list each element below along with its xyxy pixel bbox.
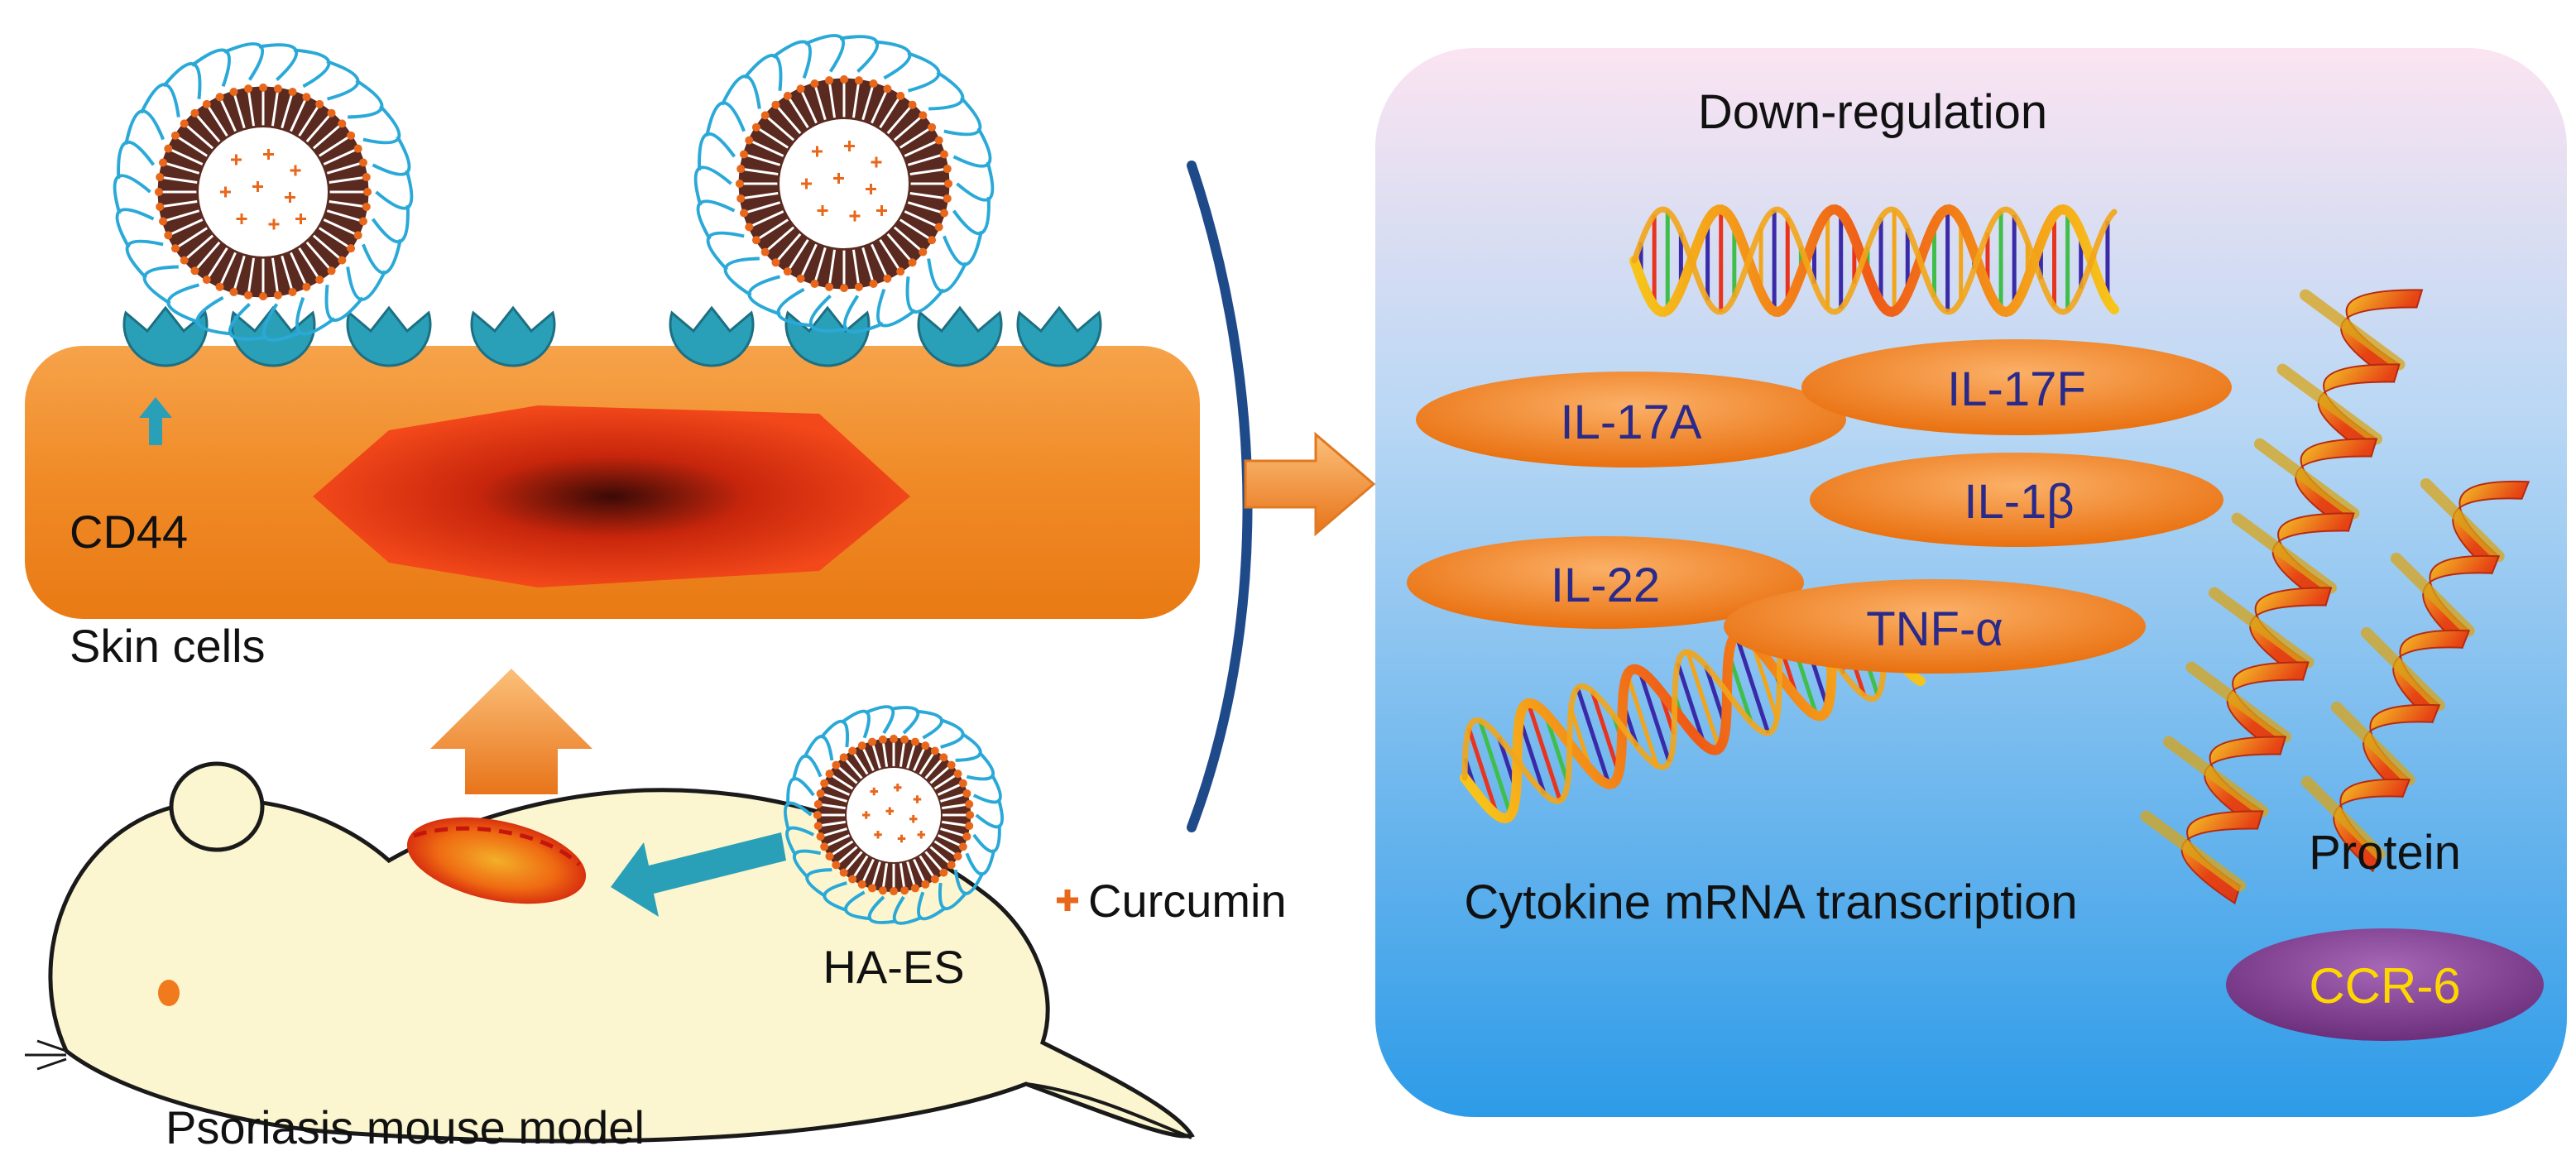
cytokine-label: IL-17A	[1561, 396, 1702, 449]
protein-helix-icon	[2300, 477, 2530, 873]
curcumin-icon	[1057, 889, 1078, 911]
nucleus	[313, 405, 910, 587]
mouse-label: Psoriasis mouse model	[165, 1101, 645, 1153]
cytokine-label: IL-1β	[1964, 475, 2074, 529]
protein-helix-icon	[2140, 289, 2424, 905]
cytokine-il17a: IL-17A	[1416, 372, 1846, 468]
arrow-icon	[611, 832, 786, 917]
receptor-icon	[470, 305, 556, 367]
cytokine-label: IL-22	[1551, 559, 1660, 612]
cd44-label: CD44	[70, 506, 188, 558]
arrow-icon	[139, 397, 172, 445]
ccr6-label: CCR-6	[2309, 958, 2460, 1014]
cytokine-tnfa: TNF-α	[1724, 579, 2146, 674]
cytokine-il22: IL-22	[1407, 536, 1804, 629]
vesicle-icon	[783, 705, 1005, 925]
skin-cells-label: Skin cells	[70, 620, 266, 672]
receptor-icon	[917, 305, 1003, 367]
cytokine-il17f: IL-17F	[1801, 339, 2232, 435]
psoriatic-lesion	[406, 817, 587, 904]
vesicle-icon	[693, 34, 995, 333]
cytokine-label: IL-17F	[1947, 362, 2086, 416]
panel-title: Down-regulation	[1698, 85, 2047, 139]
mouse-icon	[25, 761, 1195, 1144]
arrow-icon	[430, 669, 592, 794]
vesicle-icon	[113, 42, 414, 342]
receptor-icon	[346, 305, 432, 367]
haes-label: HA-ES	[823, 941, 964, 993]
mrna-label: Cytokine mRNA transcription	[1464, 875, 2077, 929]
receptor-icon	[784, 305, 871, 367]
ccr6-receptor: CCR-6	[2226, 928, 2544, 1041]
receptor-icon	[669, 305, 755, 367]
cytokine-il1b: IL-1β	[1810, 453, 2223, 547]
curcumin-label: Curcumin	[1088, 875, 1287, 927]
bracket	[1187, 161, 1253, 832]
cytokine-label: TNF-α	[1866, 602, 2003, 656]
receptor-icon	[1016, 305, 1102, 367]
protein-label: Protein	[2309, 826, 2461, 880]
dna-helix-icon	[1629, 204, 2119, 318]
arrow-icon	[1244, 431, 1376, 537]
receptor-icon	[122, 305, 209, 367]
